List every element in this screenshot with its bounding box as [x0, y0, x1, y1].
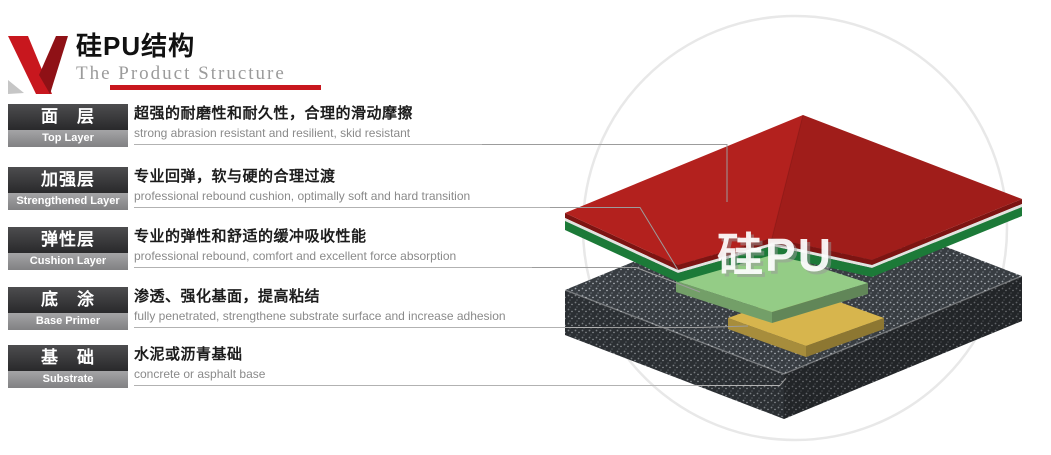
leader-line [134, 267, 532, 268]
strengthened-layer-band [565, 207, 1022, 282]
page-title: 硅PU结构 [76, 31, 196, 61]
layer-desc-zh: 水泥或沥青基础 [134, 346, 243, 363]
layer-desc-zh: 渗透、强化基面，提高粘结 [134, 288, 321, 305]
layer-row-substrate: 基 础 Substrate 水泥或沥青基础 concrete or asphal… [8, 345, 1043, 393]
substrate-left-face [565, 290, 784, 419]
layer-desc: 超强的耐磨性和耐久性，合理的滑动摩擦 strong abrasion resis… [134, 104, 1043, 145]
layer-tag-en: Cushion Layer [8, 253, 128, 270]
callout-lines [482, 144, 787, 386]
layer-tag: 底 涂 Base Primer [8, 287, 128, 330]
primer-right-face [806, 318, 884, 357]
layer-desc: 渗透、强化基面，提高粘结 fully penetrated, strengthe… [134, 287, 1043, 328]
leader-line [134, 144, 482, 145]
layer-tag: 弹性层 Cushion Layer [8, 227, 128, 270]
watermark-text: 硅PU [717, 229, 833, 281]
watermark: 硅PU 硅PU [717, 229, 836, 284]
primer-left-face [728, 318, 806, 357]
layer-tag-en: Substrate [8, 371, 128, 388]
top-layer-slab [565, 114, 1022, 282]
leader-line [134, 207, 550, 208]
layer-row-primer: 底 涂 Base Primer 渗透、强化基面，提高粘结 fully penet… [8, 287, 1043, 335]
page-subtitle: The Product Structure [76, 63, 286, 84]
cushion-right-face [772, 283, 868, 323]
layer-tag: 基 础 Substrate [8, 345, 128, 388]
substrate-right-face [784, 276, 1022, 419]
logo-left-stroke [8, 36, 52, 94]
leader-strengthened-layer [550, 207, 679, 271]
layer-desc: 专业回弹，软与硬的合理过渡 professional rebound cushi… [134, 167, 1043, 208]
cushion-right-shade [772, 283, 868, 323]
layer-tag-zh: 底 涂 [8, 287, 128, 313]
layer-tag-en: Strengthened Layer [8, 193, 128, 210]
title-underline-bar [110, 85, 321, 90]
leader-line [134, 327, 602, 328]
primer-left-shade [728, 318, 806, 357]
logo-right-stroke [39, 36, 68, 94]
substrate-right-shade [784, 276, 1022, 419]
leader-substrate [779, 377, 787, 386]
layer-tag-zh: 基 础 [8, 345, 128, 371]
layer-tag: 面 层 Top Layer [8, 104, 128, 147]
layer-tag-en: Top Layer [8, 130, 128, 147]
substrate-edge-highlight [564, 275, 1023, 375]
layer-desc-zh: 专业的弹性和舒适的缓冲吸收性能 [134, 228, 367, 245]
layer-desc-en: professional rebound, comfort and excell… [134, 249, 457, 263]
layer-tag-zh: 加强层 [8, 167, 128, 193]
layer-tag-en: Base Primer [8, 313, 128, 330]
layer-desc-zh: 专业回弹，软与硬的合理过渡 [134, 168, 336, 185]
layer-desc-en: professional rebound cushion, optimally … [134, 189, 471, 203]
leader-top-layer [482, 144, 728, 202]
layer-tag-zh: 面 层 [8, 104, 128, 130]
layer-desc-en: fully penetrated, strengthene substrate … [134, 309, 506, 323]
top-layer-crease [771, 114, 804, 239]
leader-cushion-layer [532, 267, 701, 293]
leader-line [134, 385, 780, 386]
primer-right-shade [806, 318, 884, 357]
layer-row-top: 面 层 Top Layer 超强的耐磨性和耐久性，合理的滑动摩擦 strong … [8, 104, 1043, 152]
layer-tag: 加强层 Strengthened Layer [8, 167, 128, 210]
logo-shadow-shape [8, 80, 24, 94]
watermark-shadow-text: 硅PU [720, 232, 836, 284]
layer-desc: 水泥或沥青基础 concrete or asphalt base [134, 345, 1043, 386]
substrate-left-shade [565, 290, 784, 419]
layer-desc: 专业的弹性和舒适的缓冲吸收性能 professional rebound, co… [134, 227, 1043, 268]
brand-logo [8, 36, 68, 94]
layer-tag-zh: 弹性层 [8, 227, 128, 253]
top-layer-shade [772, 115, 1022, 260]
layer-row-strengthened: 加强层 Strengthened Layer 专业回弹，软与硬的合理过渡 pro… [8, 167, 1043, 215]
leader-base-primer [602, 325, 749, 328]
page-header: 硅PU结构 The Product Structure [76, 32, 286, 86]
layer-desc-zh: 超强的耐磨性和耐久性，合理的滑动摩擦 [134, 105, 414, 122]
layer-row-cushion: 弹性层 Cushion Layer 专业的弹性和舒适的缓冲吸收性能 profes… [8, 227, 1043, 275]
top-layer-face [565, 115, 1022, 265]
layer-desc-en: concrete or asphalt base [134, 367, 266, 381]
layer-desc-en: strong abrasion resistant and resilient,… [134, 126, 411, 140]
